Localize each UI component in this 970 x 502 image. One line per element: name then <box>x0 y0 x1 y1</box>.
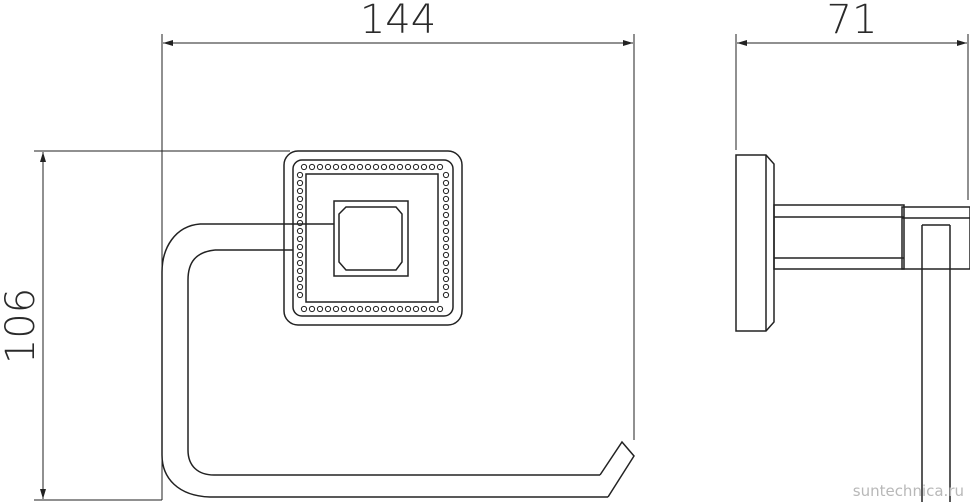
decorative-bead-row <box>296 163 450 313</box>
bead <box>388 163 396 171</box>
bead <box>380 305 388 313</box>
bead <box>442 275 450 283</box>
front-view <box>161 150 635 498</box>
bead <box>420 163 428 171</box>
bead <box>380 163 388 171</box>
bead <box>436 305 444 313</box>
bead <box>316 305 324 313</box>
bead <box>404 305 412 313</box>
bead <box>372 163 380 171</box>
bead <box>364 305 372 313</box>
bead <box>412 163 420 171</box>
bead <box>308 305 316 313</box>
bead <box>356 305 364 313</box>
bead <box>296 283 304 291</box>
width-dimension: 144 <box>161 0 635 500</box>
bead <box>442 291 450 299</box>
bead <box>412 305 420 313</box>
bead <box>300 305 308 313</box>
bead <box>442 243 450 251</box>
bead <box>296 275 304 283</box>
bead <box>296 267 304 275</box>
bead <box>296 171 304 179</box>
bead <box>436 163 444 171</box>
bead <box>442 259 450 267</box>
bead <box>442 171 450 179</box>
bead <box>316 163 324 171</box>
bead <box>296 179 304 187</box>
bead <box>308 163 316 171</box>
bead <box>388 305 396 313</box>
bead <box>356 163 364 171</box>
bead <box>428 163 436 171</box>
bead <box>442 235 450 243</box>
bead <box>324 163 332 171</box>
side-view <box>735 154 970 502</box>
bead <box>420 305 428 313</box>
bead <box>442 227 450 235</box>
bead <box>442 283 450 291</box>
bead <box>442 219 450 227</box>
bead <box>296 187 304 195</box>
bead <box>296 291 304 299</box>
bead <box>404 163 412 171</box>
bead <box>442 187 450 195</box>
bead <box>364 163 372 171</box>
bead <box>296 259 304 267</box>
bead <box>442 267 450 275</box>
width-label: 144 <box>360 0 436 43</box>
height-dimension: 106 <box>0 150 290 501</box>
bead <box>372 305 380 313</box>
bead <box>296 251 304 259</box>
depth-dimension: 71 <box>735 0 969 200</box>
height-label: 106 <box>0 288 44 364</box>
bead <box>296 235 304 243</box>
bead <box>396 163 404 171</box>
bead <box>296 243 304 251</box>
bead <box>348 305 356 313</box>
bead <box>442 195 450 203</box>
bead <box>296 227 304 235</box>
bead <box>442 211 450 219</box>
watermark: suntechnica.ru <box>852 482 964 500</box>
bead <box>428 305 436 313</box>
bead <box>300 163 308 171</box>
bead <box>348 163 356 171</box>
bead <box>340 305 348 313</box>
bead <box>296 211 304 219</box>
bead <box>296 219 304 227</box>
bead <box>296 195 304 203</box>
bead <box>296 203 304 211</box>
depth-label: 71 <box>827 0 878 43</box>
bead <box>442 179 450 187</box>
bead <box>396 305 404 313</box>
bead <box>442 203 450 211</box>
bead <box>332 163 340 171</box>
bead <box>442 251 450 259</box>
bead <box>340 163 348 171</box>
bead <box>324 305 332 313</box>
bead <box>332 305 340 313</box>
